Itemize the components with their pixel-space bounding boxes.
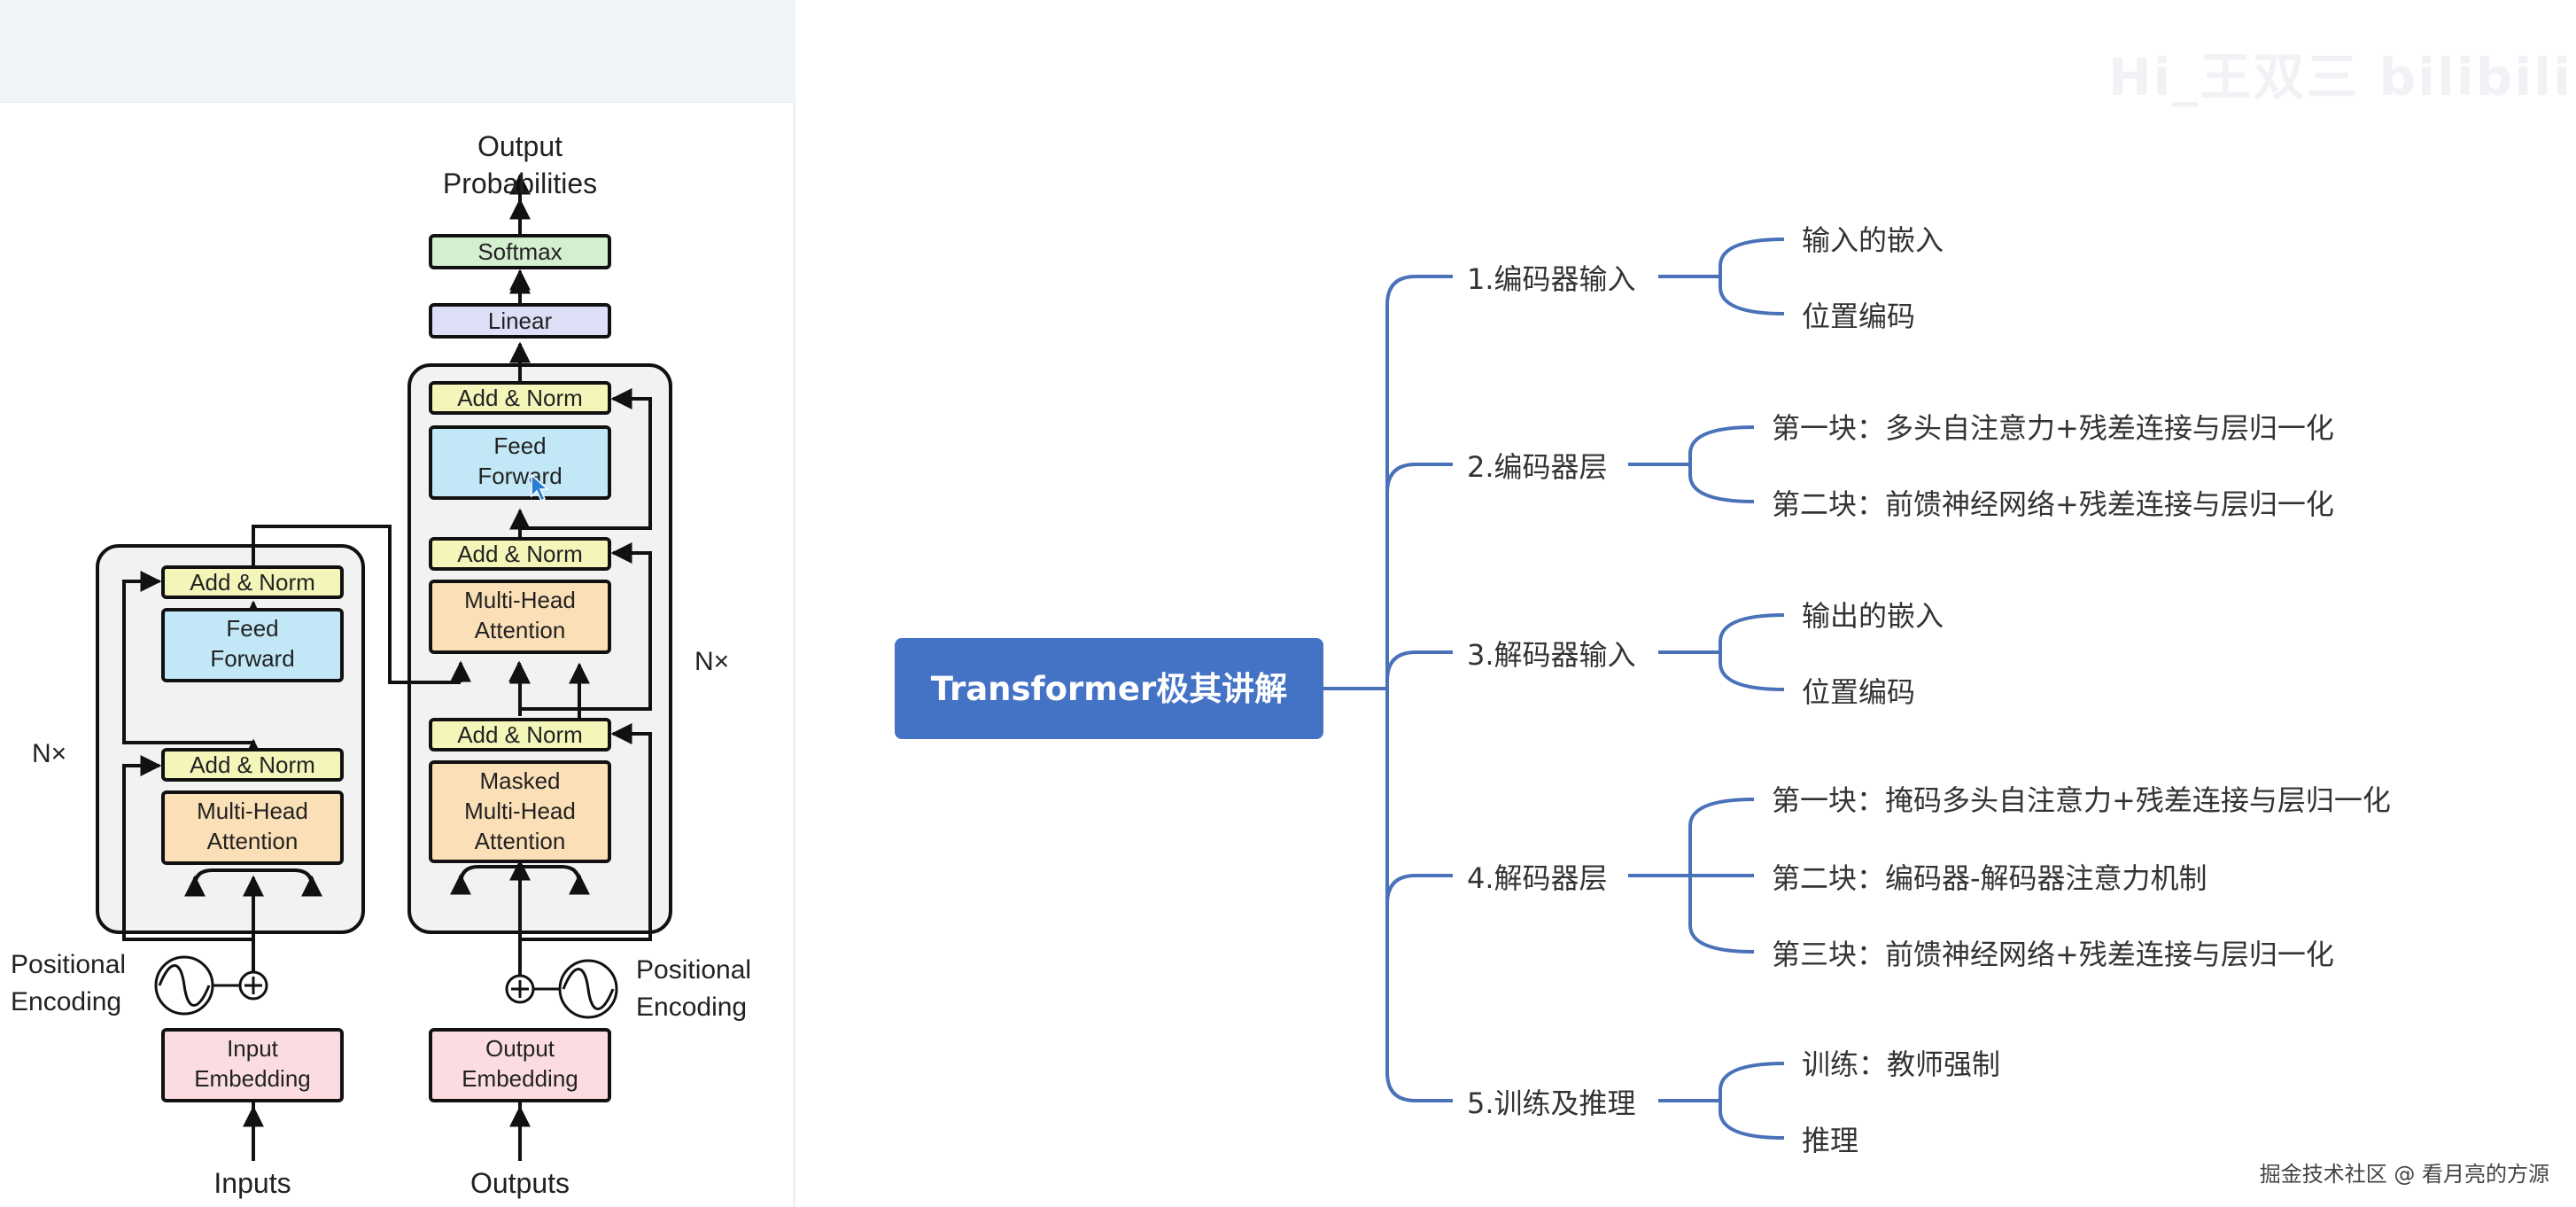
transformer-architecture-diagram: Add & Norm Feed Forward Add & Norm Multi… — [11, 130, 751, 1199]
decoder-add-norm-middle-label: Add & Norm — [457, 541, 583, 567]
panel-divider — [793, 0, 795, 1207]
encoder-add-norm-top-label: Add & Norm — [190, 569, 315, 596]
mindmap-branch-5-child-1: 训练：教师强制 — [1802, 1047, 2000, 1081]
linear-label: Linear — [488, 308, 553, 334]
decoder-positional-encoding-label-1: Positional — [636, 955, 751, 985]
encoder-feed-forward — [161, 608, 344, 682]
mindmap-branch-2-child-1: 第一块：多头自注意力+残差连接与层归一化 — [1772, 411, 2334, 445]
decoder-feed-forward-label-1: Feed — [493, 432, 546, 459]
mindmap-branch-3-label: 3.解码器输入 — [1467, 638, 1636, 672]
panel-header-bar — [0, 0, 793, 103]
decoder-add-norm-bottom — [429, 718, 611, 751]
mindmap-branch-1-child-2: 位置编码 — [1802, 300, 1915, 333]
mindmap-branch-1-label: 1.编码器输入 — [1467, 262, 1636, 296]
mindmap-branch-3-child-2: 位置编码 — [1802, 675, 1915, 709]
softmax-label: Softmax — [477, 238, 562, 265]
mindmap-branch-3-child-1: 输出的嵌入 — [1802, 599, 1944, 633]
decoder-multi-head-attention — [429, 580, 611, 654]
decoder-masked-multi-head-attention — [429, 760, 611, 863]
output-embedding — [429, 1028, 611, 1102]
encoder-positional-encoding-label-1: Positional — [11, 950, 126, 979]
mindmap-branch-2-label: 2.编码器层 — [1467, 450, 1608, 484]
mindmap-branch-1-child-1: 输入的嵌入 — [1802, 223, 1944, 257]
encoder-add-norm-bottom-label: Add & Norm — [190, 751, 315, 778]
encoder-positional-encoding-label-2: Encoding — [11, 987, 121, 1016]
input-embedding-label-2: Embedding — [194, 1065, 311, 1092]
encoder-add-norm-top — [161, 565, 344, 599]
encoder-nx-label: N× — [32, 739, 66, 768]
inputs-label: Inputs — [213, 1167, 291, 1199]
decoder-masked-mha-label-2: Multi-Head — [464, 798, 576, 824]
mindmap-branch-2-child-2: 第二块：前馈神经网络+残差连接与层归一化 — [1772, 487, 2334, 521]
mindmap-branch-4-child-1: 第一块：掩码多头自注意力+残差连接与层归一化 — [1772, 783, 2391, 817]
decoder-nx-label: N× — [694, 647, 729, 676]
output-embedding-label-1: Output — [485, 1035, 555, 1062]
decoder-masked-mha-label-3: Attention — [475, 828, 566, 854]
mouse-cursor-icon — [531, 473, 549, 502]
mindmap-branch-5-label: 5.训练及推理 — [1467, 1086, 1636, 1120]
bilibili-watermark: Hi_王双三 bilibili — [2108, 47, 2572, 107]
output-embedding-label-2: Embedding — [462, 1065, 578, 1092]
decoder-masked-mha-label-1: Masked — [479, 767, 560, 794]
mindmap-root-label: Transformer极其讲解 — [931, 670, 1287, 708]
output-probabilities-label-1: Output — [477, 130, 563, 162]
encoder-feed-forward-label-1: Feed — [226, 615, 278, 642]
outputs-label: Outputs — [470, 1167, 570, 1199]
output-probabilities-label-2: Probabilities — [443, 167, 597, 199]
decoder-add-norm-middle — [429, 537, 611, 571]
encoder-add-norm-bottom — [161, 748, 344, 782]
encoder-mha-label-2: Attention — [207, 828, 299, 854]
decoder-add-norm-top-label: Add & Norm — [457, 385, 583, 411]
juejin-watermark: 掘金技术社区 @ 看月亮的方源 — [2259, 1162, 2549, 1187]
decoder-add-norm-top — [429, 381, 611, 415]
decoder-mha-label-1: Multi-Head — [464, 587, 576, 613]
encoder-multi-head-attention — [161, 790, 344, 865]
decoder-mha-label-2: Attention — [475, 617, 566, 643]
decoder-add-norm-bottom-label: Add & Norm — [457, 721, 583, 748]
mindmap-branch-4-child-3: 第三块：前馈神经网络+残差连接与层归一化 — [1772, 938, 2334, 971]
decoder-feed-forward-label-2: Forward — [477, 463, 562, 489]
encoder-mha-label-1: Multi-Head — [197, 798, 308, 824]
decoder-feed-forward — [429, 425, 611, 500]
mindmap-branch-4-child-2: 第二块：编码器-解码器注意力机制 — [1772, 861, 2207, 895]
input-embedding — [161, 1028, 344, 1102]
decoder-positional-encoding-label-2: Encoding — [636, 993, 747, 1022]
mindmap-branch-4-label: 4.解码器层 — [1467, 861, 1608, 895]
input-embedding-label-1: Input — [227, 1035, 279, 1062]
mindmap-root-node — [895, 638, 1323, 739]
encoder-feed-forward-label-2: Forward — [210, 645, 294, 672]
mindmap-branch-5-child-2: 推理 — [1802, 1124, 1858, 1157]
